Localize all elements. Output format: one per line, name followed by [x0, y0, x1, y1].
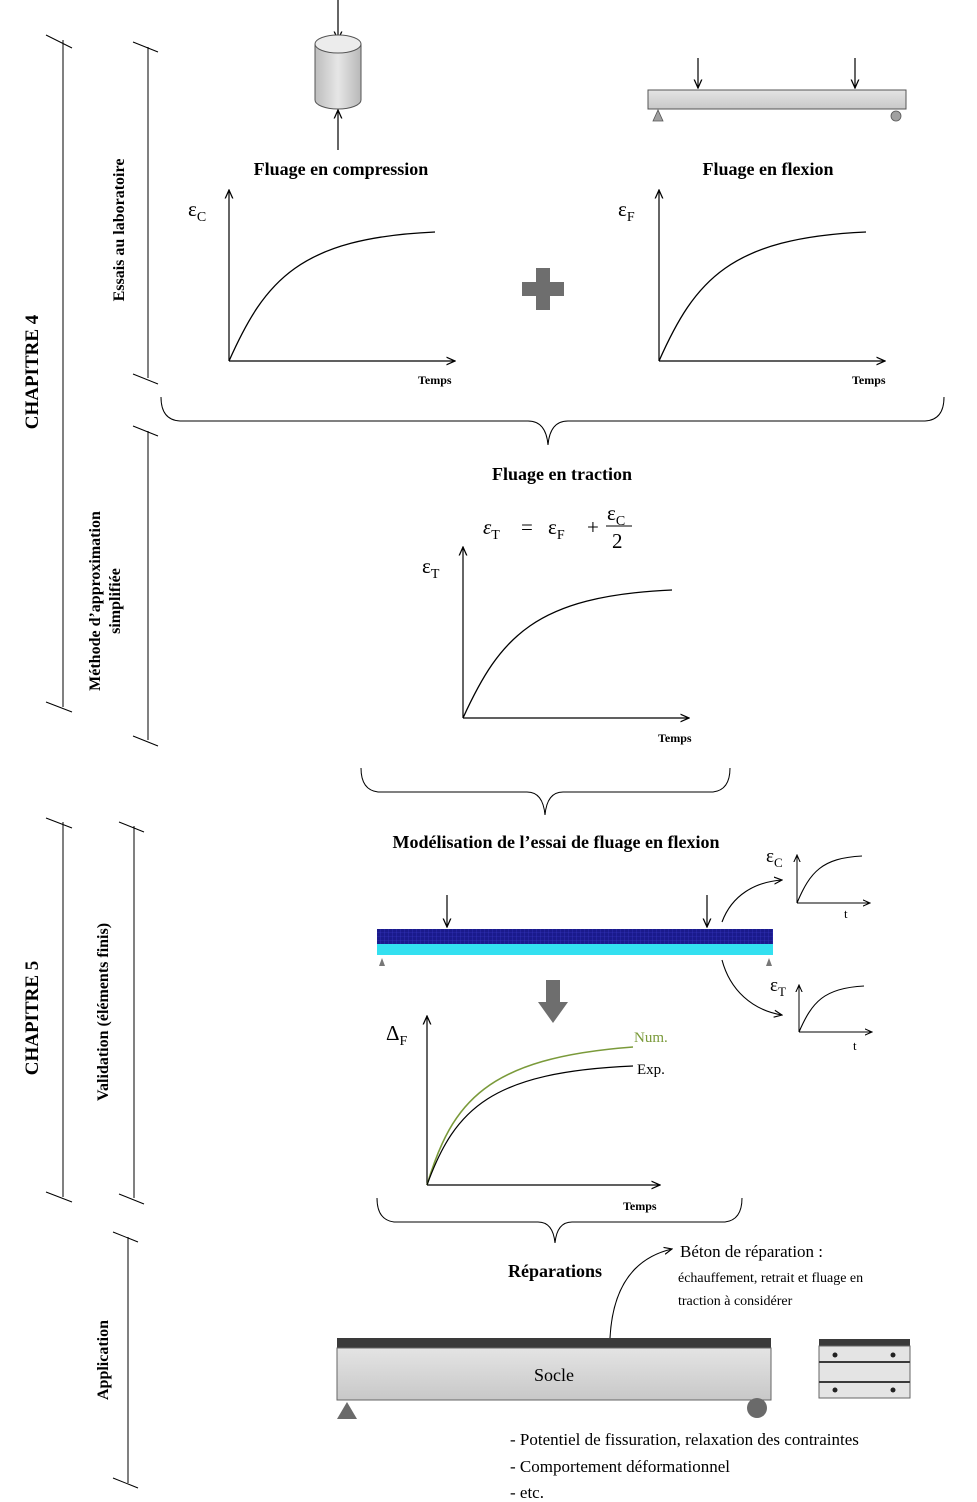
flexion-beam-icon — [647, 58, 907, 122]
chapter4-bracket — [45, 34, 73, 713]
small-et-xlabel: t — [853, 1038, 857, 1053]
validation-xlabel: Temps — [623, 1199, 657, 1213]
validation-ylabel: ΔF — [386, 1021, 408, 1049]
validation-section-label: Validation (éléments finis) — [95, 923, 112, 1101]
traction-brace — [360, 767, 731, 816]
svg-text:εC: εC — [607, 501, 625, 529]
reparations-title: Réparations — [508, 1261, 602, 1281]
chapter5-label: CHAPITRE 5 — [22, 961, 43, 1076]
svg-text:εT: εT — [483, 515, 500, 543]
svg-text:2: 2 — [612, 529, 623, 553]
application-section-bracket — [112, 1231, 139, 1489]
small-ec-xlabel: t — [844, 906, 848, 921]
fe-mesh-beam — [377, 895, 773, 966]
compression-title: Fluage en compression — [254, 159, 429, 179]
legend-num: Num. — [634, 1030, 668, 1046]
flexion-xlabel: Temps — [852, 373, 886, 387]
consequence-item-1: - Potentiel de fissuration, relaxation d… — [510, 1430, 859, 1449]
validation-chart: ΔF Num. Exp. Temps — [386, 1016, 668, 1213]
svg-text:=: = — [521, 515, 533, 539]
down-arrow-icon — [538, 980, 568, 1023]
plus-icon — [522, 268, 564, 310]
small-ec-curve — [796, 855, 863, 904]
consequence-item-3: - etc. — [510, 1483, 544, 1502]
small-et-curve — [798, 985, 865, 1033]
compression-cylinder-icon — [314, 0, 362, 150]
arrow-to-ec — [721, 880, 782, 923]
traction-curve — [462, 589, 673, 719]
socle-beam: Socle — [336, 1338, 772, 1419]
flexion-chart: εF Temps — [618, 190, 886, 387]
chapter4-label: CHAPITRE 4 — [22, 314, 43, 429]
traction-xlabel: Temps — [658, 731, 692, 745]
small-chart-ec: εC t — [766, 846, 870, 921]
application-section-label: Application — [95, 1320, 112, 1400]
num-curve — [426, 1046, 634, 1186]
traction-ylabel: εT — [422, 554, 440, 582]
traction-formula: εT = εF + εC 2 — [483, 501, 632, 553]
flexion-curve — [658, 231, 867, 362]
arrow-to-et — [721, 959, 782, 1015]
lab-section-bracket — [132, 41, 159, 385]
repair-note-arrow — [609, 1249, 672, 1339]
exp-curve — [426, 1065, 634, 1186]
repair-note-line1: Béton de réparation : — [680, 1242, 823, 1261]
modelisation-title: Modélisation de l’essai de fluage en fle… — [393, 832, 720, 852]
small-ec-ylabel: εC — [766, 846, 783, 870]
repair-note-line3: traction à considérer — [678, 1294, 793, 1309]
lab-section-label: Essais au laboratoire — [111, 159, 128, 302]
compression-chart: εC Temps — [188, 190, 455, 387]
validation-section-bracket — [118, 821, 145, 1205]
repair-note-line2: échauffement, retrait et fluage en — [678, 1271, 863, 1286]
lab-brace — [160, 396, 945, 446]
svg-text:+: + — [587, 515, 599, 539]
consequence-item-2: - Comportement déformationnel — [510, 1457, 730, 1476]
approx-section-label-2: simplifiée — [107, 568, 124, 634]
legend-exp: Exp. — [637, 1062, 665, 1078]
approx-section-label-1: Méthode d’approximation — [87, 511, 104, 691]
compression-ylabel: εC — [188, 197, 206, 225]
validation-brace — [376, 1197, 743, 1244]
chapter5-bracket — [45, 817, 73, 1203]
traction-chart: εT Temps — [422, 547, 692, 745]
traction-title: Fluage en traction — [492, 464, 632, 484]
small-chart-et: εT t — [770, 975, 872, 1053]
approx-section-bracket — [132, 425, 159, 747]
flexion-ylabel: εF — [618, 197, 635, 225]
small-et-ylabel: εT — [770, 975, 786, 999]
compression-curve — [228, 231, 436, 362]
socle-label: Socle — [534, 1365, 574, 1385]
svg-text:εF: εF — [548, 515, 565, 543]
cross-section-icon — [818, 1339, 911, 1399]
flexion-title: Fluage en flexion — [703, 159, 834, 179]
compression-xlabel: Temps — [418, 373, 452, 387]
